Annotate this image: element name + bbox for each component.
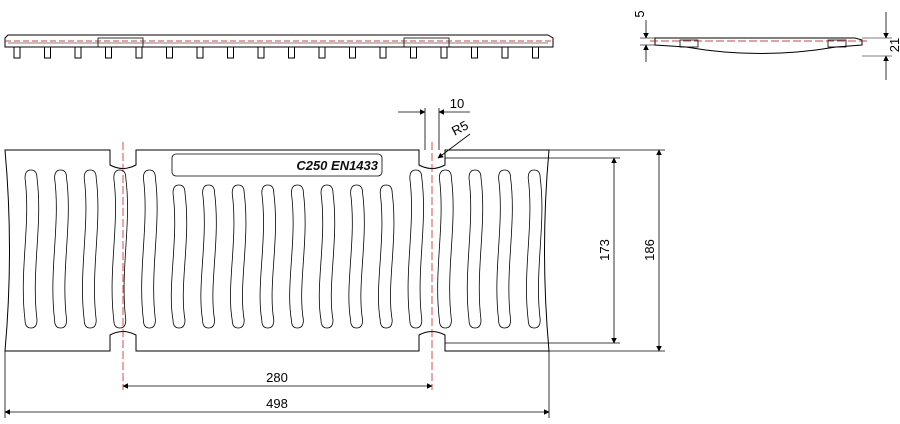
- support-feet: [13, 46, 539, 59]
- grate-slot: [496, 169, 513, 329]
- support-foot: [166, 46, 173, 59]
- support-foot: [440, 46, 448, 59]
- grate-slot: [170, 184, 188, 329]
- grate-slot: [526, 169, 543, 329]
- support-foot: [74, 46, 82, 59]
- grate-slot: [111, 169, 128, 329]
- dim-slot-spacing-label: 280: [266, 370, 288, 385]
- support-foot: [227, 46, 234, 59]
- grate-slot: [22, 169, 40, 329]
- support-foot: [13, 46, 21, 59]
- grate-slot: [230, 184, 247, 329]
- support-foot: [105, 46, 112, 59]
- marking-panel: [171, 153, 383, 177]
- grate-outline: [4, 149, 550, 352]
- plan-view: [4, 142, 550, 390]
- support-foot: [257, 46, 265, 59]
- plan-dimensions: [4, 108, 665, 418]
- support-foot: [135, 46, 143, 59]
- grate-slot: [348, 184, 365, 329]
- support-foot: [44, 46, 51, 59]
- grate-slot: [466, 169, 484, 329]
- grate-slot: [141, 169, 158, 329]
- support-foot: [349, 46, 356, 59]
- support-foot: [288, 46, 295, 59]
- grate-ribs: [22, 169, 543, 329]
- dim-slot-width-label: 10: [450, 96, 464, 111]
- grate-slot: [318, 184, 336, 329]
- grate-slot: [289, 184, 306, 329]
- dim-total-height-label: 186: [642, 239, 657, 261]
- dim-side-thickness-label: 5: [632, 10, 647, 17]
- side-section-view: [640, 12, 892, 80]
- grate-slot: [259, 184, 276, 329]
- support-foot: [410, 46, 417, 59]
- grate-slot: [82, 169, 99, 329]
- grate-slot: [52, 169, 69, 329]
- support-foot: [532, 46, 539, 59]
- support-foot: [501, 46, 509, 59]
- support-foot: [196, 46, 204, 59]
- front-elevation-view: [4, 34, 554, 59]
- load-class-marking: C250 EN1433: [296, 158, 378, 173]
- support-foot: [379, 46, 387, 59]
- grate-slot: [200, 184, 217, 329]
- grate-slot: [437, 169, 454, 329]
- support-foot: [318, 46, 326, 59]
- dim-slot-radius-label: R5: [449, 118, 471, 139]
- dim-side-height-label: 21: [887, 38, 900, 52]
- grate-slot: [378, 184, 395, 329]
- dim-total-length-label: 498: [266, 396, 288, 411]
- grate-slot: [407, 169, 424, 329]
- support-foot: [471, 46, 478, 59]
- dim-inner-height-label: 173: [597, 239, 612, 261]
